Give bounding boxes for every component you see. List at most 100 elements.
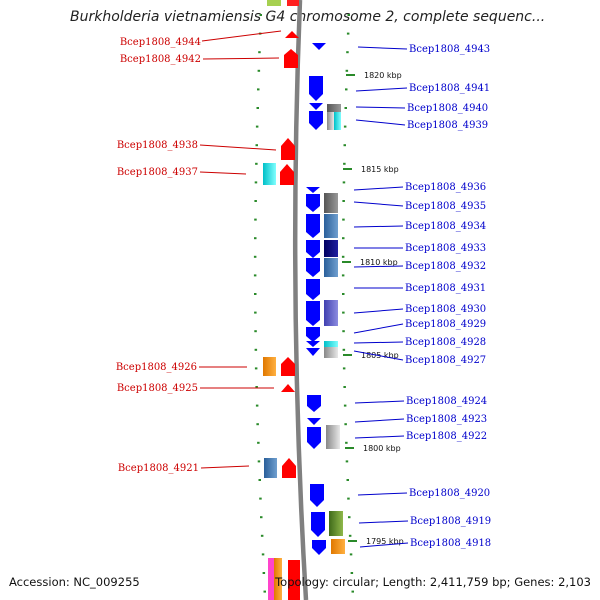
tick-mark xyxy=(254,181,258,184)
gene-arrow-4921[interactable] xyxy=(282,458,296,478)
tick-mark xyxy=(255,386,258,388)
gene-arrow-4941[interactable] xyxy=(309,76,323,101)
gene-arrow-4938[interactable] xyxy=(281,138,295,160)
tick-mark xyxy=(254,348,258,351)
gene-feature-4928[interactable] xyxy=(324,341,338,347)
gene-feature-4939b[interactable] xyxy=(334,112,341,130)
gene-label-4921[interactable]: Bcep1808_4921 xyxy=(118,463,199,474)
gene-feature-4932[interactable] xyxy=(324,258,338,277)
gene-arrow-4918[interactable] xyxy=(312,540,326,555)
tick-mark xyxy=(351,590,354,593)
gene-arrow-4937[interactable] xyxy=(280,164,294,185)
gene-arrow-4925[interactable] xyxy=(281,384,295,392)
gene-arrow-4924[interactable] xyxy=(307,395,321,412)
gene-arrow-4940[interactable] xyxy=(309,103,323,110)
gene-feature-4937[interactable] xyxy=(263,163,276,185)
gene-feature-pink[interactable] xyxy=(268,558,274,600)
gene-label-4929[interactable]: Bcep1808_4929 xyxy=(405,319,486,330)
gene-arrow-4920[interactable] xyxy=(310,484,324,507)
gene-arrow-4930[interactable] xyxy=(306,301,320,326)
gene-feature-4934[interactable] xyxy=(324,214,338,238)
gene-arrow-4935[interactable] xyxy=(306,194,320,212)
gene-label-4919[interactable]: Bcep1808_4919 xyxy=(410,516,491,527)
tick-mark xyxy=(263,590,266,593)
gene-arrow-4929[interactable] xyxy=(306,327,320,342)
gene-label-4934[interactable]: Bcep1808_4934 xyxy=(405,221,486,232)
left-gene-labels: Bcep1808_4944 Bcep1808_4942 Bcep1808_493… xyxy=(116,30,282,474)
tick-mark xyxy=(343,162,346,165)
gene-label-4930[interactable]: Bcep1808_4930 xyxy=(405,304,486,315)
gene-feature-4919[interactable] xyxy=(329,511,343,536)
gene-arrow-4922[interactable] xyxy=(307,427,321,449)
gene-label-4935[interactable]: Bcep1808_4935 xyxy=(405,201,486,212)
gene-arrow-partial[interactable] xyxy=(287,0,299,6)
tick-mark xyxy=(253,274,257,277)
gene-arrow-4926[interactable] xyxy=(281,357,295,376)
tick-mark xyxy=(348,534,352,537)
gene-feature-4930[interactable] xyxy=(324,300,338,326)
gene-feature-lime[interactable] xyxy=(267,0,281,6)
gene-arrow-4931[interactable] xyxy=(306,279,320,300)
gene-feature-4922[interactable] xyxy=(326,425,340,449)
tick-mark xyxy=(262,572,266,574)
gene-label-4941[interactable]: Bcep1808_4941 xyxy=(409,83,490,94)
gene-arrow-4934[interactable] xyxy=(306,214,320,238)
tick-mark xyxy=(255,404,259,407)
gene-feature-4918[interactable] xyxy=(331,539,345,554)
tick-mark xyxy=(342,348,346,351)
tick-mark xyxy=(259,497,262,500)
tick-mark xyxy=(345,441,348,444)
gene-arrow-bottom[interactable] xyxy=(288,560,300,600)
tick-mark xyxy=(347,14,350,16)
right-tick-track xyxy=(341,14,354,593)
tick-mark xyxy=(254,311,257,314)
gene-label-4923[interactable]: Bcep1808_4923 xyxy=(406,414,487,425)
gene-feature-4921[interactable] xyxy=(264,458,277,478)
gene-feature-4927[interactable] xyxy=(324,347,338,358)
gene-label-4922[interactable]: Bcep1808_4922 xyxy=(406,431,487,442)
gene-label-4940[interactable]: Bcep1808_4940 xyxy=(407,103,488,114)
gene-feature-orange-bottom[interactable] xyxy=(274,558,282,600)
gene-feature-4940[interactable] xyxy=(327,104,341,112)
tick-mark xyxy=(349,553,353,556)
gene-label-4918[interactable]: Bcep1808_4918 xyxy=(410,538,491,549)
gene-label-4928[interactable]: Bcep1808_4928 xyxy=(405,337,486,348)
gene-label-4920[interactable]: Bcep1808_4920 xyxy=(409,488,490,499)
gene-label-4942[interactable]: Bcep1808_4942 xyxy=(120,54,201,65)
gene-arrow-4944[interactable] xyxy=(285,31,299,38)
gene-label-4927[interactable]: Bcep1808_4927 xyxy=(405,355,486,366)
tick-mark xyxy=(345,88,348,91)
gene-arrow-4932[interactable] xyxy=(306,258,320,277)
gene-label-4933[interactable]: Bcep1808_4933 xyxy=(405,243,486,254)
gene-feature-4935[interactable] xyxy=(324,193,338,213)
gene-label-4936[interactable]: Bcep1808_4936 xyxy=(405,182,486,193)
gene-arrow-4939[interactable] xyxy=(309,111,323,130)
gene-label-4938[interactable]: Bcep1808_4938 xyxy=(117,140,198,151)
gene-label-4937[interactable]: Bcep1808_4937 xyxy=(117,167,198,178)
gene-label-4944[interactable]: Bcep1808_4944 xyxy=(120,37,201,48)
gene-label-4925[interactable]: Bcep1808_4925 xyxy=(117,383,198,394)
tick-mark xyxy=(253,255,257,258)
gene-feature-4939a[interactable] xyxy=(327,112,334,130)
kbp-label-1810: 1810 kbp xyxy=(360,258,398,267)
gene-label-4932[interactable]: Bcep1808_4932 xyxy=(405,261,486,272)
gene-label-4939[interactable]: Bcep1808_4939 xyxy=(407,120,488,131)
gene-arrow-4933[interactable] xyxy=(306,240,320,258)
tick-mark xyxy=(342,367,346,370)
kbp-label-1820: 1820 kbp xyxy=(364,71,402,80)
gene-label-4926[interactable]: Bcep1808_4926 xyxy=(116,362,197,373)
gene-arrow-4942[interactable] xyxy=(284,49,298,68)
gene-arrow-4919[interactable] xyxy=(311,512,325,537)
tick-mark xyxy=(256,423,259,426)
gene-arrow-4923[interactable] xyxy=(307,418,321,425)
gene-arrow-4936[interactable] xyxy=(306,187,320,193)
gene-feature-4926[interactable] xyxy=(263,357,276,376)
gene-feature-4933[interactable] xyxy=(324,240,338,257)
gene-arrow-4928[interactable] xyxy=(306,341,320,347)
gene-label-4924[interactable]: Bcep1808_4924 xyxy=(406,396,487,407)
tick-mark xyxy=(255,144,258,147)
gene-arrow-4927[interactable] xyxy=(306,348,320,356)
gene-label-4943[interactable]: Bcep1808_4943 xyxy=(409,44,490,55)
gene-arrow-4943[interactable] xyxy=(312,43,326,50)
gene-label-4931[interactable]: Bcep1808_4931 xyxy=(405,283,486,294)
